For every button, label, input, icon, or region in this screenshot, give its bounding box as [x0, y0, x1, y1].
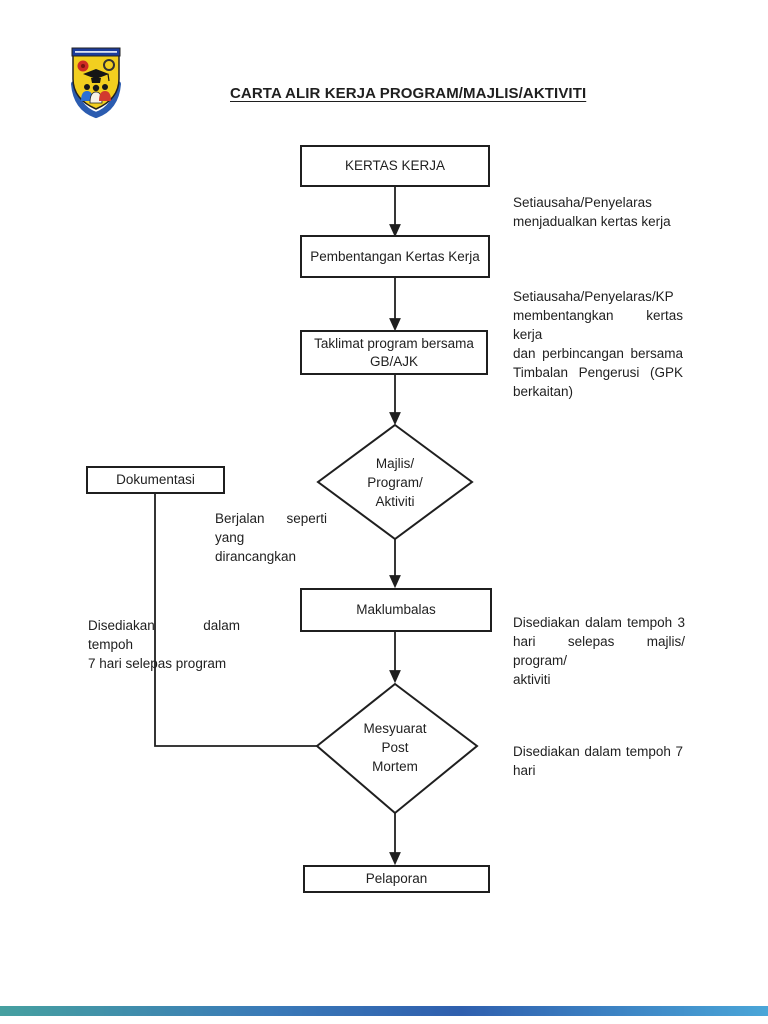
node-label: Pembentangan Kertas Kerja: [310, 248, 480, 264]
node-pembentangan: Pembentangan Kertas Kerja: [300, 235, 490, 278]
decision-line: Mesyuarat: [363, 721, 427, 736]
arrow-down-icon: [389, 670, 401, 684]
school-logo: [71, 47, 121, 119]
figure-left-head: [84, 84, 90, 90]
annotation-line: Disediakan dalam tempoh 3: [513, 615, 685, 630]
node-pelaporan: Pelaporan: [303, 865, 490, 893]
node-label: Dokumentasi: [116, 472, 195, 487]
annotation-line: Timbalan Pengerusi (GPK: [513, 365, 683, 380]
annotation-line: Setiausaha/Penyelaras/KP: [513, 289, 674, 304]
decision-post-mortem-label: Mesyuarat Post Mortem: [335, 719, 455, 776]
annotation-line: Disediakan dalam tempoh 7: [513, 744, 683, 759]
decision-line: Program/: [367, 475, 423, 490]
annotation-line: dan perbincangan bersama: [513, 346, 683, 361]
arrow-down-icon: [389, 575, 401, 589]
annotation-berjalan: Berjalan seperti yang dirancangkan: [215, 509, 327, 566]
annotation-postmortem-tempoh: Disediakan dalam tempoh 7 hari: [513, 742, 683, 780]
annotation-line: menjadualkan kertas kerja: [513, 214, 671, 229]
ring-icon: [103, 59, 115, 71]
annotation-line: membentangkan kertas kerja: [513, 308, 683, 342]
annotation-maklumbalas-tempoh: Disediakan dalam tempoh 3 hari selepas m…: [513, 613, 685, 689]
node-dokumentasi: Dokumentasi: [86, 466, 225, 494]
annotation-line: aktiviti: [513, 672, 551, 687]
node-maklumbalas: Maklumbalas: [300, 588, 492, 632]
arrow-down-icon: [389, 852, 401, 866]
annotation-jadual: Setiausaha/Penyelaras menjadualkan kerta…: [513, 193, 688, 231]
arrow-down-icon: [389, 224, 401, 238]
annotation-line: berkaitan): [513, 384, 574, 399]
annotation-line: hari: [513, 763, 536, 778]
decision-majlis-label: Majlis/ Program/ Aktiviti: [335, 454, 455, 511]
figure-mid-head: [92, 84, 100, 92]
annotation-line: hari selepas majlis/ program/: [513, 634, 685, 668]
node-kertas-kerja: KERTAS KERJA: [300, 145, 490, 187]
tassel: [107, 73, 110, 82]
node-taklimat: Taklimat program bersama GB/AJK: [300, 330, 488, 375]
page-title: CARTA ALIR KERJA PROGRAM/MAJLIS/AKTIVITI: [230, 85, 587, 102]
node-label: Pelaporan: [365, 871, 428, 886]
crest-banner-text: [75, 51, 117, 53]
annotation-line: Berjalan seperti: [215, 511, 327, 526]
mortarboard-base: [91, 78, 101, 83]
annotation-line: Setiausaha/Penyelaras: [513, 195, 652, 210]
annotation-dokumentasi-tempoh: Disediakan dalam tempoh 7 hari selepas p…: [88, 616, 240, 673]
decision-line: Mortem: [372, 759, 418, 774]
flower-center: [81, 64, 85, 68]
figure-right-head: [102, 84, 108, 90]
decision-line: Aktiviti: [375, 494, 415, 509]
node-label: Maklumbalas: [356, 602, 436, 617]
annotation-line: yang dirancangkan: [215, 530, 297, 564]
annotation-line: Disediakan dalam tempoh: [88, 618, 240, 652]
page-footer-bar: [0, 1006, 768, 1016]
crest-base: [71, 81, 121, 119]
arrow-down-icon: [389, 318, 401, 332]
mortarboard-icon: [83, 69, 109, 79]
figure-right: [99, 91, 111, 101]
decision-line: Post: [381, 740, 409, 755]
annotation-bentang: Setiausaha/Penyelaras/KP membentangkan k…: [513, 287, 683, 401]
decision-line: Majlis/: [375, 456, 415, 471]
arrow-down-icon: [389, 412, 401, 426]
node-label: KERTAS KERJA: [344, 158, 446, 173]
annotation-line: 7 hari selepas program: [88, 656, 227, 671]
node-label: Taklimat program bersama GB/AJK: [314, 335, 474, 369]
